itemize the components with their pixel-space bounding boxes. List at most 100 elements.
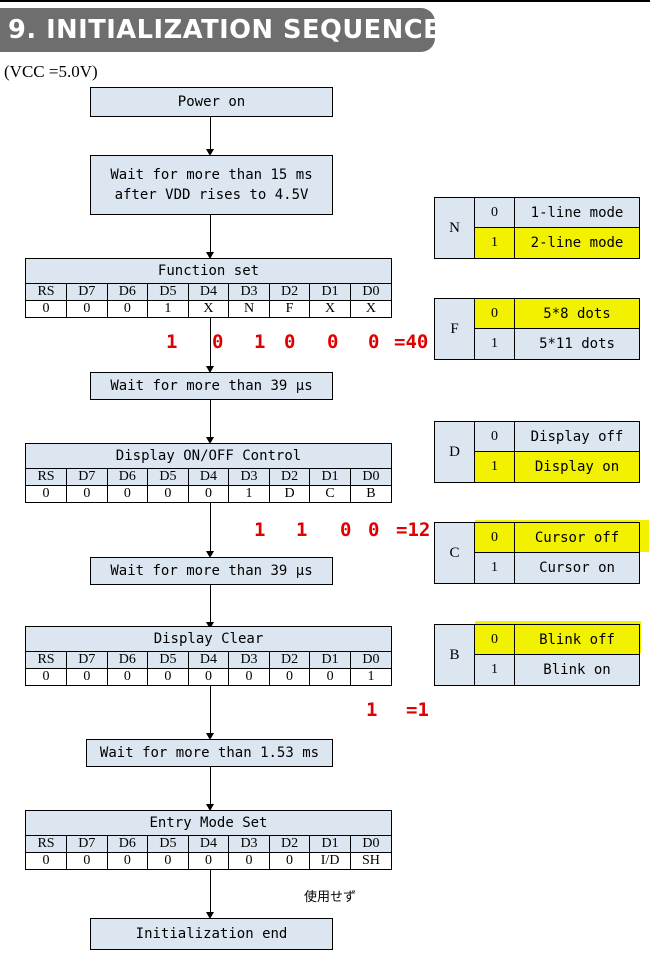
col-header: D6	[106, 469, 149, 486]
bit-cell: 0	[147, 485, 189, 502]
col-header: D0	[349, 652, 391, 669]
connector-line	[210, 870, 211, 916]
option-label: F	[435, 299, 475, 359]
bit-cell: 0	[66, 485, 108, 502]
option-desc: Display on	[515, 452, 639, 482]
col-header: D0	[349, 284, 391, 301]
bit-cell: 0	[26, 485, 68, 502]
bit-cell: 0	[106, 668, 149, 685]
bit-cell: 0	[66, 852, 108, 869]
bit-cell: 0	[268, 668, 311, 685]
bit-cell: 0	[228, 668, 270, 685]
bit-cell: 0	[147, 668, 189, 685]
col-header: D4	[187, 836, 230, 853]
unused-note: 使用せず	[304, 890, 357, 905]
option-label: D	[435, 422, 475, 482]
bit-cell: 0	[309, 668, 351, 685]
control-bit-annotation: 1	[296, 519, 308, 541]
bit-cell: 1	[147, 300, 189, 317]
control-bit-annotation: 0	[340, 519, 352, 541]
col-header: D6	[106, 284, 149, 301]
arrow-head	[206, 149, 214, 156]
option-label: C	[435, 523, 475, 583]
col-header: D4	[187, 469, 230, 486]
wait-39us-box-2: Wait for more than 39 μs	[90, 557, 333, 585]
init-end-box: Initialization end	[90, 918, 333, 950]
col-header: D7	[66, 469, 108, 486]
entry-mode-title: Entry Mode Set	[26, 811, 391, 836]
col-header: D5	[147, 836, 189, 853]
option-table-d: D 0 Display off 1 Display on	[434, 421, 640, 483]
init-end-label: Initialization end	[135, 926, 288, 942]
arrow-head	[206, 252, 214, 259]
col-header: D1	[309, 836, 351, 853]
bit-cell: SH	[349, 852, 391, 869]
display-control-title: Display ON/OFF Control	[26, 444, 391, 469]
col-header: D2	[268, 836, 311, 853]
wait-39us-box-1: Wait for more than 39 μs	[90, 372, 333, 400]
col-header: D3	[228, 469, 270, 486]
display-control-table: Display ON/OFF Control RS D7 D6 D5 D4 D3…	[25, 443, 392, 503]
col-header: D0	[349, 469, 391, 486]
bit-cell: 0	[26, 852, 68, 869]
option-table-b: B 0 Blink off 1 Blink on	[434, 624, 640, 686]
wait-39us-label-1: Wait for more than 39 μs	[110, 378, 313, 394]
option-value: 0	[475, 422, 515, 451]
col-header: RS	[26, 652, 68, 669]
function-bit-annotation: 0	[284, 331, 296, 353]
arrow-head	[206, 366, 214, 373]
control-bit-annotation: 0	[368, 519, 380, 541]
wait-15ms-line1: Wait for more than 15 ms	[110, 167, 313, 183]
col-header: D3	[228, 652, 270, 669]
arrow-head	[206, 804, 214, 811]
wait-15ms-box: Wait for more than 15 ms after VDD rises…	[90, 155, 333, 215]
connector-line	[210, 117, 211, 151]
option-table-f: F 0 5*8 dots 1 5*11 dots	[434, 298, 640, 360]
col-header: D2	[268, 284, 311, 301]
col-header: D7	[66, 652, 108, 669]
bit-cell: D	[268, 485, 311, 502]
bit-cell: C	[309, 485, 351, 502]
option-table-n: N 0 1-line mode 1 2-line mode	[434, 197, 640, 259]
bit-cell: 0	[187, 668, 230, 685]
option-desc: Display off	[530, 428, 624, 445]
col-header: D1	[309, 284, 351, 301]
bit-cell: 0	[187, 485, 230, 502]
arrow-head	[206, 912, 214, 919]
arrow-head	[206, 551, 214, 558]
arrow-head	[206, 622, 214, 629]
bit-cell: 0	[268, 852, 311, 869]
arrow-head	[206, 437, 214, 444]
section-title: 9. INITIALIZATION SEQUENCE	[0, 8, 435, 52]
bit-cell: 0	[147, 852, 189, 869]
wait-153ms-box: Wait for more than 1.53 ms	[86, 739, 333, 767]
option-value: 1	[475, 228, 515, 258]
option-table-c: C 0 Cursor off 1 Cursor on	[434, 522, 640, 584]
function-bit-annotation: 1	[166, 331, 178, 353]
col-header: D7	[66, 284, 108, 301]
bit-cell: I/D	[309, 852, 351, 869]
power-on-label: Power on	[177, 94, 246, 110]
top-rule	[0, 0, 650, 2]
bit-cell: X	[309, 300, 351, 317]
option-desc: Cursor on	[515, 553, 639, 583]
option-value: 0	[475, 299, 515, 328]
option-desc: 2-line mode	[515, 228, 639, 258]
col-header: D7	[66, 836, 108, 853]
connector-line	[210, 686, 211, 736]
option-desc: 1-line mode	[530, 204, 624, 221]
bit-cell: 0	[106, 852, 149, 869]
option-desc: Blink off	[515, 625, 639, 654]
option-desc: Cursor off	[515, 523, 639, 552]
function-bit-annotation: 1	[254, 331, 266, 353]
option-label: B	[435, 625, 475, 685]
wait-39us-label-2: Wait for more than 39 μs	[110, 563, 313, 579]
col-header: D3	[228, 284, 270, 301]
function-result: =40	[394, 331, 429, 353]
power-on-box: Power on	[90, 87, 333, 117]
clear-result: =1	[406, 699, 429, 721]
col-header: D2	[268, 469, 311, 486]
bit-cell: B	[349, 485, 391, 502]
option-value: 1	[475, 553, 515, 583]
option-value: 0	[475, 198, 515, 227]
